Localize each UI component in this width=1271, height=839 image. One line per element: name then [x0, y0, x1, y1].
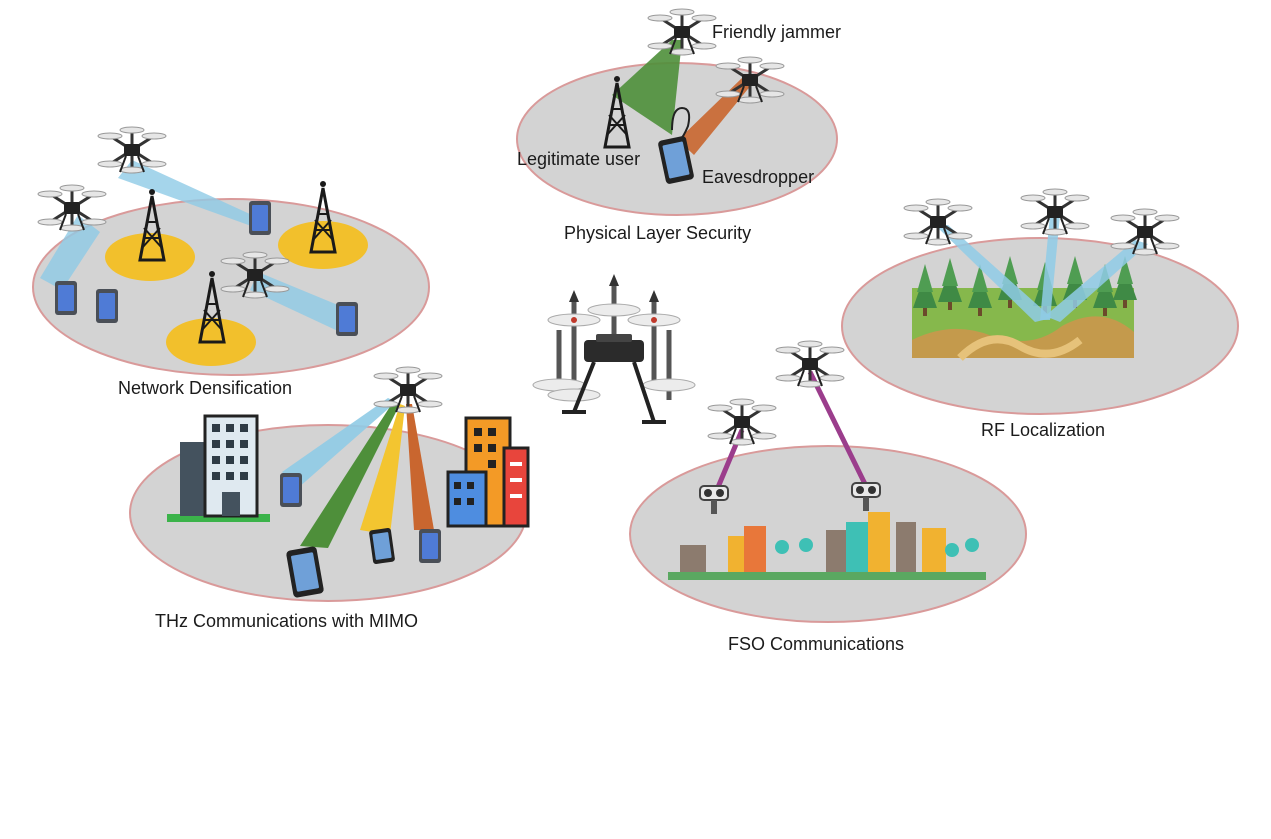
friendly-jammer-label: Friendly jammer [712, 22, 842, 42]
phone-icon [419, 529, 441, 563]
phone-icon [280, 473, 302, 507]
drone-icon [902, 197, 974, 247]
fso-scene [629, 339, 1027, 623]
beam [1040, 215, 1060, 320]
drone-icon [96, 125, 168, 175]
rf-localization-scene [841, 187, 1239, 415]
drone-icon [36, 183, 108, 233]
phone-icon [658, 136, 694, 184]
beam [406, 404, 434, 530]
coverage-area [105, 233, 195, 281]
office-building-icon [167, 414, 270, 522]
beam [40, 215, 100, 290]
scene-title: Physical Layer Security [564, 223, 752, 243]
hexacopter-drone-icon [532, 274, 696, 424]
phone-icon [286, 546, 324, 598]
drone-icon [372, 365, 444, 415]
beam [300, 402, 400, 548]
scene-title: THz Communications with MIMO [155, 611, 419, 631]
drone-icon [1109, 207, 1181, 257]
scene-title: Network Densification [118, 378, 293, 398]
phone-icon [336, 302, 358, 336]
network-densification-scene [32, 125, 430, 376]
physical-layer-security-scene [516, 7, 838, 216]
beam [360, 404, 405, 535]
friendly-jammer-drone-icon [646, 7, 718, 57]
city-skyline [668, 512, 986, 580]
beam [1045, 240, 1148, 322]
phone-icon [249, 201, 271, 235]
jamming-beam [612, 40, 682, 135]
phone-icon [369, 528, 395, 564]
beam [935, 225, 1052, 322]
phone-icon [55, 281, 77, 315]
drone-icon [774, 339, 846, 389]
beam [118, 160, 268, 232]
phone-icon [96, 289, 118, 323]
legitimate-user-label: Legitimate user [517, 149, 641, 169]
eavesdropper-label: Eavesdropper [702, 167, 815, 187]
city-buildings-icon [446, 416, 530, 528]
coverage-area [278, 221, 368, 269]
optical-link [807, 370, 869, 488]
drone-icon [706, 397, 778, 447]
scene-title: RF Localization [981, 420, 1106, 440]
ear-icon [671, 106, 691, 141]
scene-title: FSO Communications [728, 634, 905, 654]
beam [282, 398, 396, 488]
thz-mimo-scene [129, 365, 530, 602]
drone-icon [1019, 187, 1091, 237]
